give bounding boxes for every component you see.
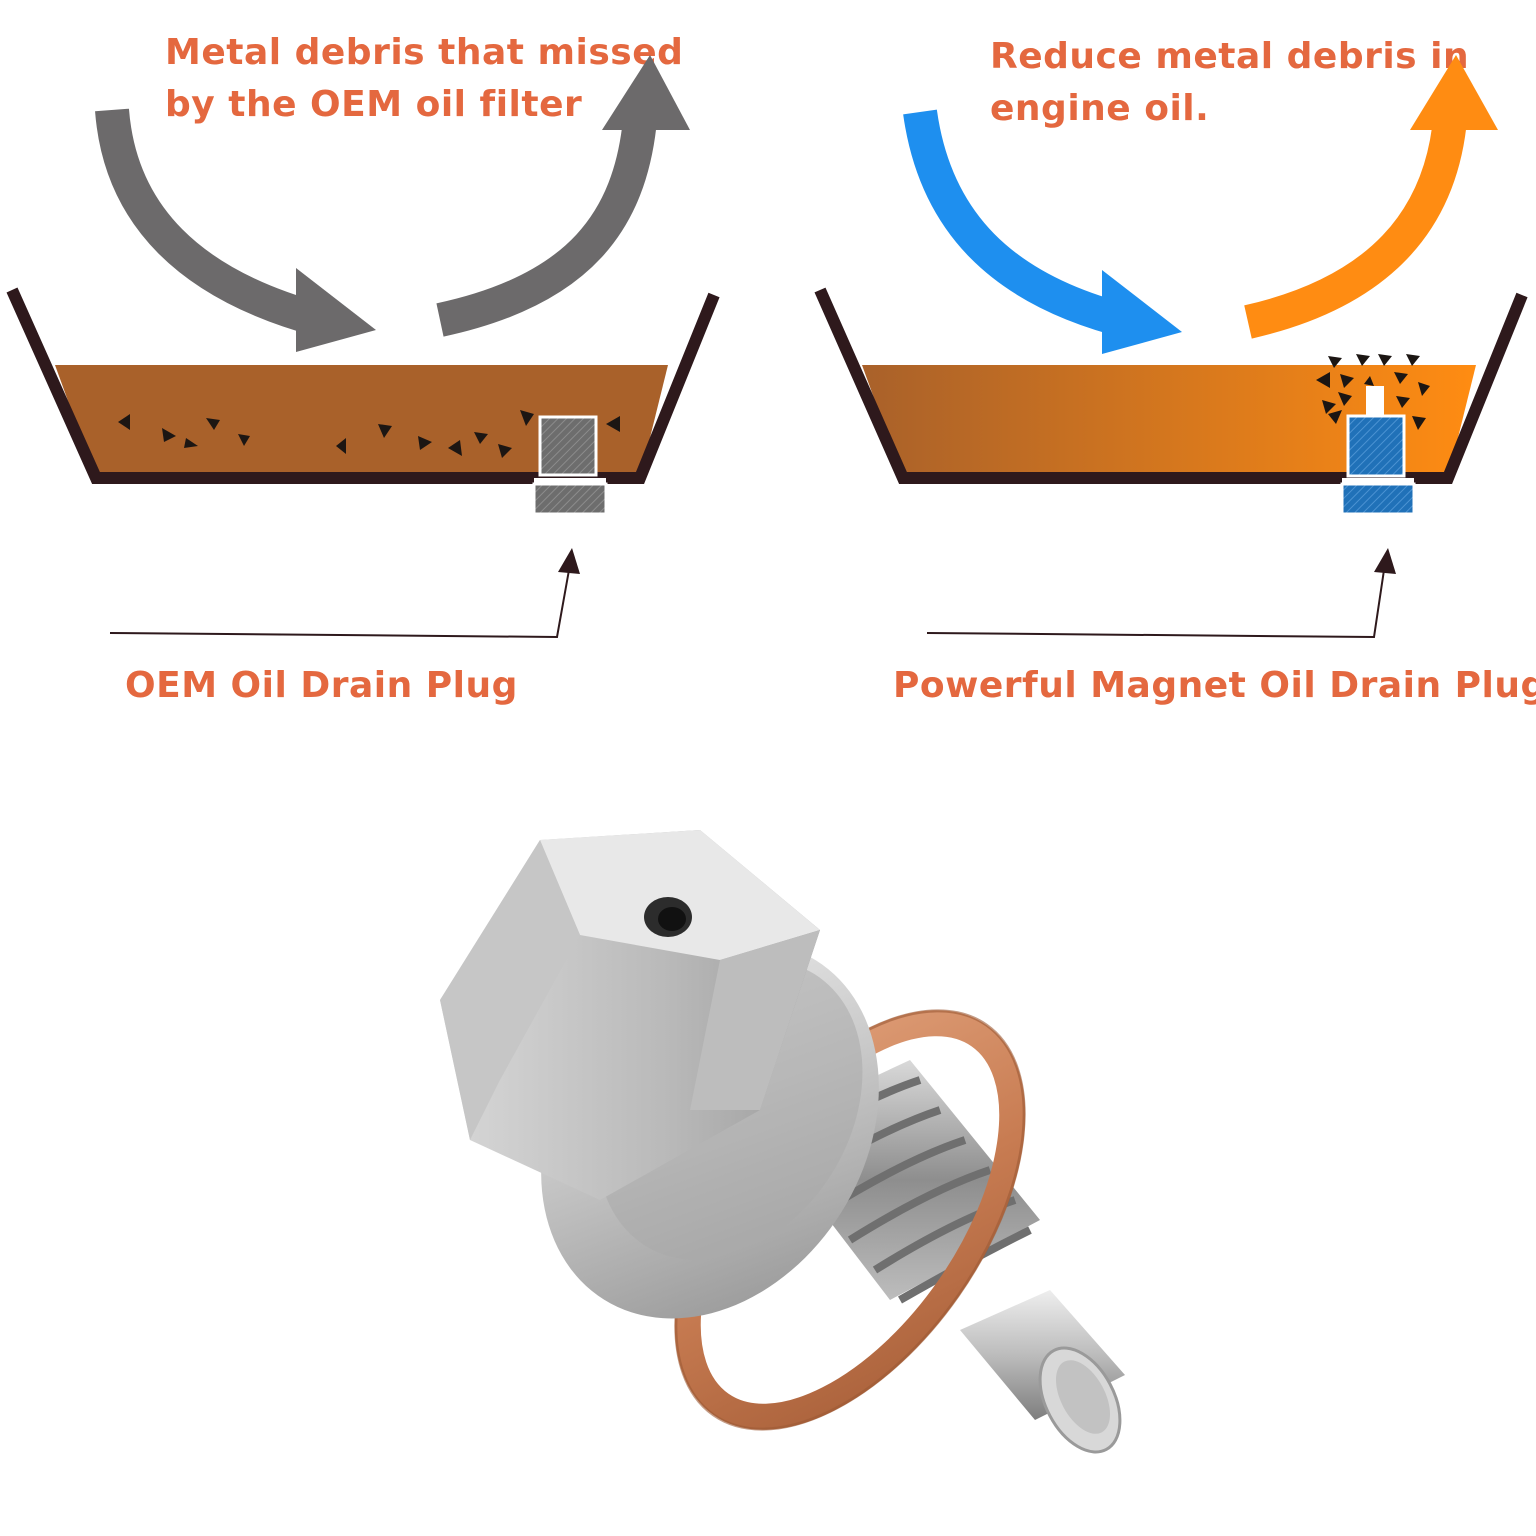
magnet-oil-pan [814, 287, 1528, 484]
product-photo [440, 830, 1125, 1454]
magnet-caption-line-1: Reduce metal debris in [990, 36, 1469, 77]
oem-debris [118, 410, 620, 458]
oil-flow-in-arrow-icon [95, 108, 376, 352]
clean-oil-out-arrow-icon [1244, 55, 1498, 339]
magnet-oil-fill [862, 365, 1476, 478]
oem-caption: Metal debris that missed by the OEM oil … [165, 32, 696, 125]
oil-flow-out-arrow-icon [436, 55, 690, 337]
oem-panel: Metal debris that missed by the OEM oil … [6, 32, 720, 706]
oem-plug-pointer [109, 548, 580, 639]
magnet-plug-pointer [926, 548, 1396, 639]
magnet-tip-icon [960, 1290, 1125, 1454]
oem-drain-plug-icon [532, 415, 608, 516]
magnet-caption-line-2: engine oil. [990, 88, 1209, 129]
oem-caption-line-1: Metal debris that missed [165, 32, 683, 73]
oem-oil-fill [55, 365, 668, 478]
oem-caption-line-2: by the OEM oil filter [165, 84, 582, 125]
magnet-debris-cluster [1316, 354, 1430, 430]
magnet-panel: Reduce metal debris in engine oil. [814, 36, 1536, 706]
magnet-caption: Reduce metal debris in engine oil. [990, 36, 1482, 129]
magnet-plug-label: Powerful Magnet Oil Drain Plug [893, 665, 1536, 706]
oem-plug-label: OEM Oil Drain Plug [125, 665, 518, 706]
magnet-drain-plug-icon [1340, 386, 1416, 516]
oem-oil-pan [6, 287, 720, 484]
hex-head-icon [440, 830, 820, 1200]
dirty-oil-in-arrow-icon [903, 109, 1182, 354]
